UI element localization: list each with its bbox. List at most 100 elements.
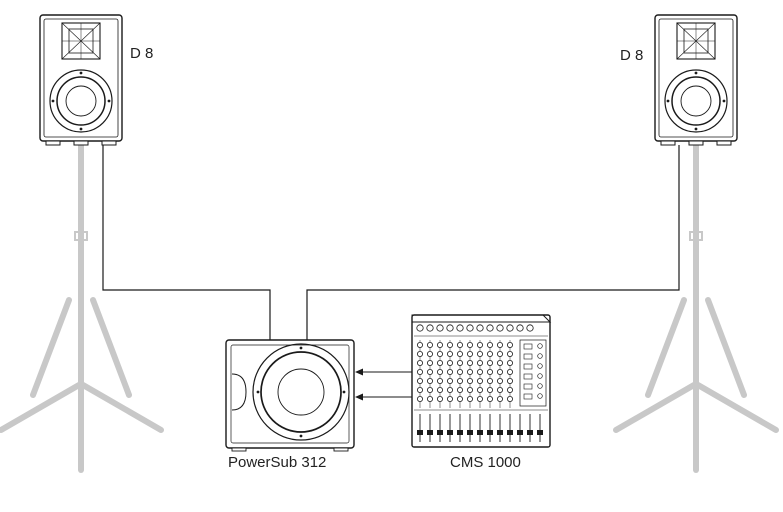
knob: [476, 359, 483, 366]
knob: [506, 359, 513, 366]
input-jack: [526, 324, 534, 332]
meter-led: [523, 353, 533, 360]
knob: [496, 359, 503, 366]
knob: [446, 386, 453, 393]
knob: [476, 368, 483, 375]
fader-cap: [497, 430, 503, 435]
knob: [446, 377, 453, 384]
knob: [466, 368, 473, 375]
knob: [426, 395, 433, 402]
mixer-label: CMS 1000: [450, 454, 521, 471]
knob: [537, 383, 543, 389]
input-jack: [446, 324, 454, 332]
knob: [506, 395, 513, 402]
fader-cap: [457, 430, 463, 435]
fader-cap: [517, 430, 523, 435]
knob: [456, 350, 463, 357]
knob: [486, 359, 493, 366]
knob: [466, 377, 473, 384]
knob: [426, 359, 433, 366]
left-speaker-stand: [1, 145, 161, 470]
knob: [486, 377, 493, 384]
input-jack: [516, 324, 524, 332]
fader-cap: [477, 430, 483, 435]
knob: [426, 368, 433, 375]
knob: [506, 377, 513, 384]
fader-cap: [437, 430, 443, 435]
knob: [456, 341, 463, 348]
knob: [436, 368, 443, 375]
right-speaker: [654, 14, 738, 146]
knob: [456, 359, 463, 366]
knob: [476, 377, 483, 384]
knob: [476, 350, 483, 357]
fader-cap: [427, 430, 433, 435]
knob: [466, 395, 473, 402]
knob: [426, 386, 433, 393]
knob: [486, 386, 493, 393]
knob: [486, 368, 493, 375]
meter-led: [523, 343, 533, 350]
fader-cap: [467, 430, 473, 435]
meter-led: [523, 383, 533, 390]
meter-led: [523, 393, 533, 400]
knob: [466, 386, 473, 393]
knob: [506, 341, 513, 348]
input-jack: [466, 324, 474, 332]
knob: [466, 350, 473, 357]
knob: [466, 359, 473, 366]
fader-cap: [527, 430, 533, 435]
knob: [486, 350, 493, 357]
knob: [416, 341, 423, 348]
knob: [426, 350, 433, 357]
knob: [476, 395, 483, 402]
knob: [486, 341, 493, 348]
knob: [446, 368, 453, 375]
knob: [446, 359, 453, 366]
knob: [426, 377, 433, 384]
knob: [416, 350, 423, 357]
knob: [436, 359, 443, 366]
subwoofer: [225, 339, 355, 452]
knob: [476, 386, 483, 393]
left-speaker-label: D 8: [130, 45, 154, 62]
input-jack: [476, 324, 484, 332]
input-jack: [456, 324, 464, 332]
knob: [496, 395, 503, 402]
knob: [456, 368, 463, 375]
input-jack: [496, 324, 504, 332]
knob: [446, 341, 453, 348]
fader-cap: [507, 430, 513, 435]
input-jack: [416, 324, 424, 332]
knob: [486, 395, 493, 402]
fader-cap: [537, 430, 543, 435]
knob: [436, 386, 443, 393]
knob: [436, 350, 443, 357]
knob: [496, 368, 503, 375]
knob: [496, 350, 503, 357]
meter-led: [523, 373, 533, 380]
knob: [537, 353, 543, 359]
input-jack: [436, 324, 444, 332]
knob: [456, 395, 463, 402]
input-jack: [426, 324, 434, 332]
knob: [537, 363, 543, 369]
knob: [416, 359, 423, 366]
knob: [496, 377, 503, 384]
left-speaker: [39, 14, 123, 146]
input-jack: [506, 324, 514, 332]
knob: [506, 368, 513, 375]
knob: [537, 343, 543, 349]
knob: [476, 341, 483, 348]
knob: [446, 395, 453, 402]
knob: [537, 373, 543, 379]
knob: [436, 341, 443, 348]
right-speaker-stand: [616, 145, 776, 470]
knob: [436, 377, 443, 384]
knob: [416, 368, 423, 375]
knob: [456, 377, 463, 384]
master-section: [519, 339, 547, 407]
knob: [446, 350, 453, 357]
knob: [416, 377, 423, 384]
right-speaker-label: D 8: [620, 47, 644, 64]
